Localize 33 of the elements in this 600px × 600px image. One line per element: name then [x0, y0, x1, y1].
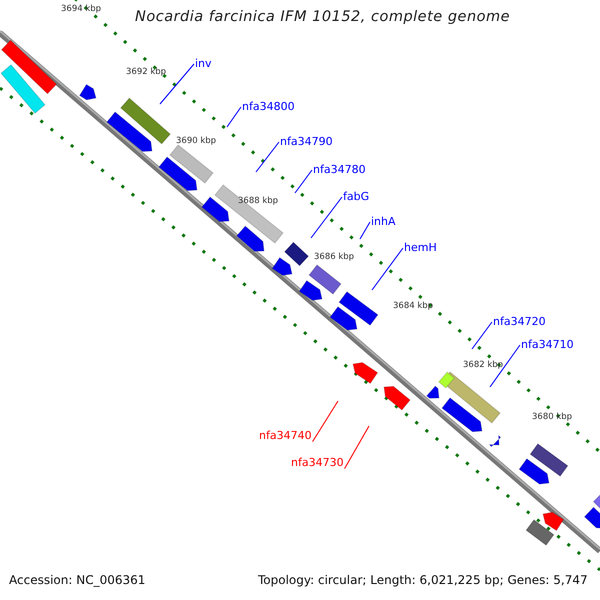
scale-label: 3688 kbp: [238, 197, 278, 207]
gene-label: nfa34790: [280, 136, 333, 149]
gene-label: inv: [195, 58, 212, 71]
leader-line: [310, 196, 342, 238]
leader-line: [160, 64, 194, 104]
leader-line: [294, 170, 312, 194]
scale-label: 3686 kbp: [314, 253, 354, 263]
leader-line: [472, 322, 492, 350]
scale-label: 3694 kbp: [61, 5, 102, 15]
scale-label: 3690 kbp: [176, 137, 216, 147]
gene-label: nfa34740: [259, 430, 312, 443]
scale-label: 3680 kbp: [532, 413, 572, 423]
accession-text: Accession: NC_006361: [9, 574, 146, 588]
gene-label: fabG: [343, 191, 370, 204]
leader-line: [344, 426, 370, 470]
title: Nocardia farcinica IFM 10152, complete genome: [135, 9, 510, 26]
genome-info-text: Topology: circular; Length: 6,021,225 bp; Genes: 5,747: [258, 574, 588, 588]
gene-label: nfa34730: [291, 457, 344, 470]
leader-line: [490, 344, 520, 388]
leader-line: [360, 222, 370, 240]
gene-label: nfa34720: [493, 316, 546, 329]
gene-label: nfa34780: [313, 164, 366, 177]
leader-line: [256, 142, 280, 172]
leader-line: [312, 400, 338, 442]
scale-label: 3682 kbp: [463, 361, 504, 371]
scale-label: 3684 kbp: [393, 302, 434, 312]
gene-label: nfa34800: [242, 101, 295, 114]
gene-label: nfa34710: [521, 339, 574, 352]
gene-label: hemH: [404, 242, 437, 255]
scale-label: 3692 kbp: [126, 68, 166, 78]
gene-label: inhA: [371, 216, 396, 229]
leader-line: [226, 106, 242, 128]
leader-line: [372, 248, 404, 290]
